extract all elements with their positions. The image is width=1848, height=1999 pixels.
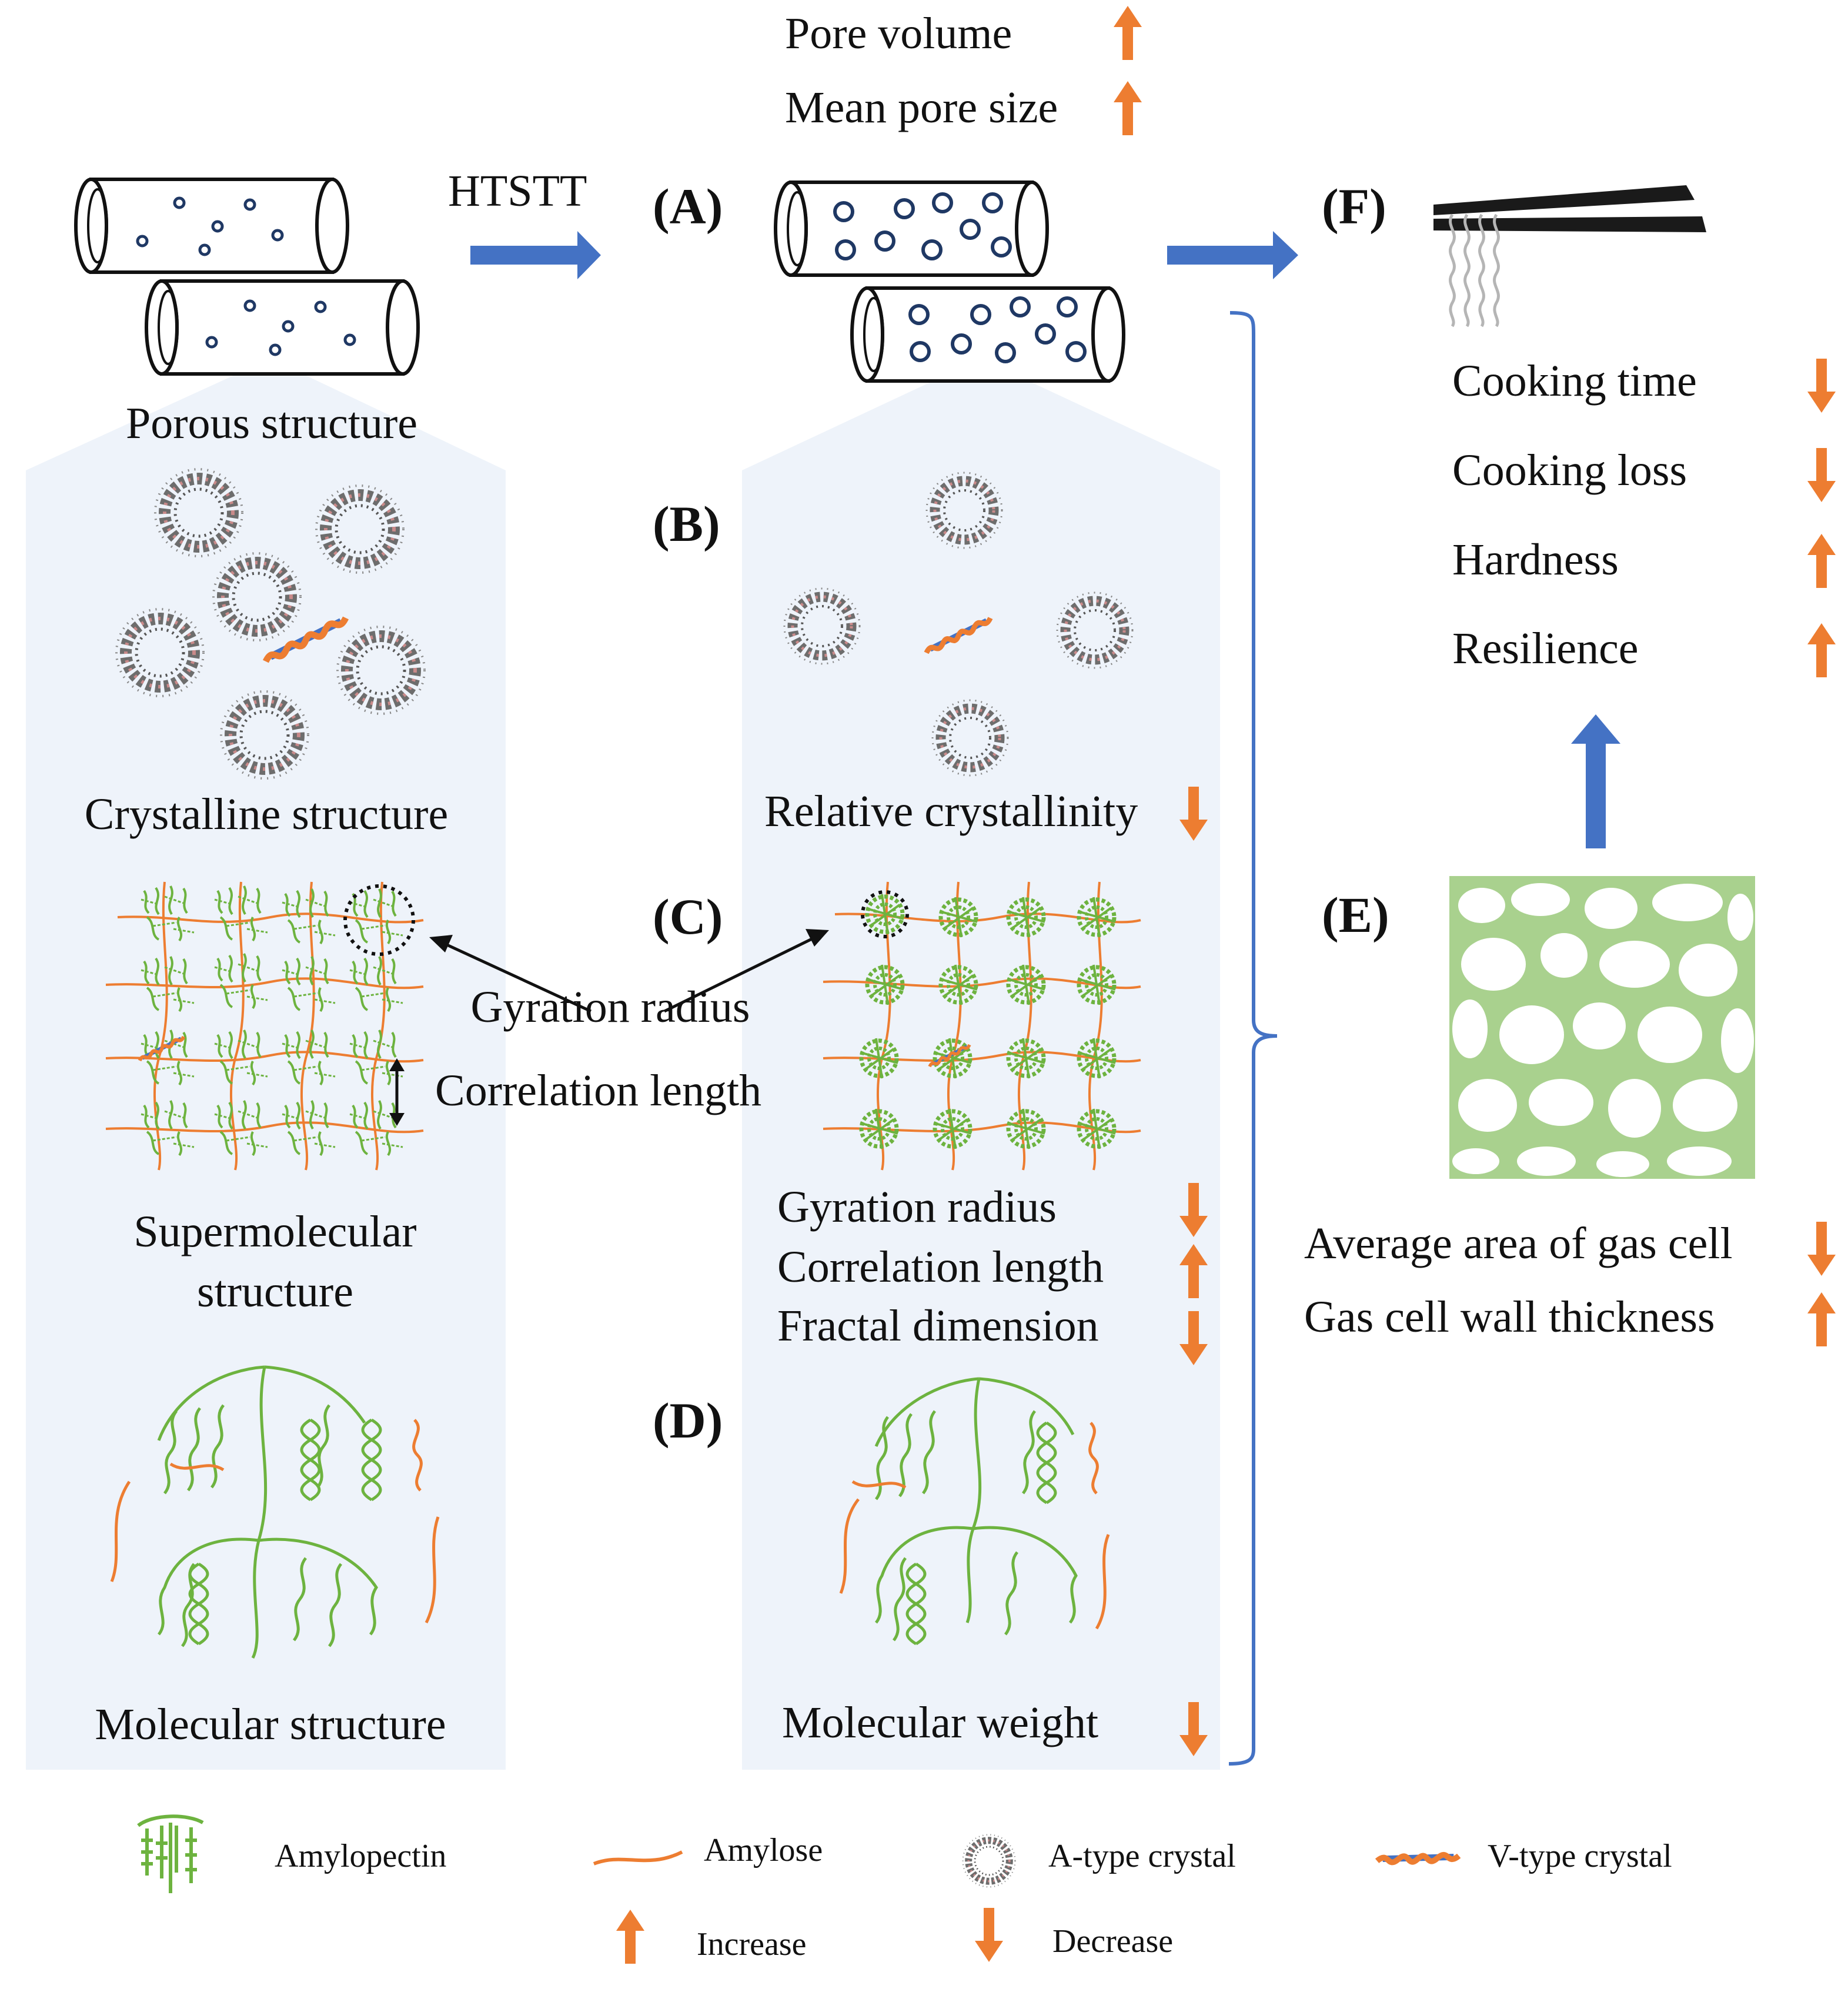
gyration-radius-label: Gyration radius <box>777 1182 1057 1232</box>
legend-decrease-icon <box>975 1908 1003 1962</box>
panel-c-tag: (C) <box>653 888 723 945</box>
resilience-increase-arrow <box>1807 623 1836 677</box>
gyration-radius-callout-label: Gyration radius <box>471 982 750 1032</box>
pore-volume-increase-arrow <box>1114 6 1142 60</box>
supermolecular-changes: Gyration radius Correlation length Fract… <box>777 1182 1208 1365</box>
flow-arrow-gas-to-noodle <box>1571 714 1620 848</box>
legend-amylopectin-label: Amylopectin <box>275 1838 446 1874</box>
htstt-label: HTSTT <box>448 166 587 216</box>
resilience-label: Resilience <box>1452 624 1639 673</box>
htstt-arrow <box>470 231 601 279</box>
crystalline-structure-label: Crystalline structure <box>85 790 448 839</box>
legend-v-type-crystal-label: V-type crystal <box>1488 1838 1672 1874</box>
fractal-dimension-label: Fractal dimension <box>777 1301 1099 1351</box>
gyration-callout: Gyration radius <box>429 929 829 1032</box>
chopsticks-noodles-icon <box>1433 185 1706 327</box>
native-cylinder-upper <box>74 178 349 274</box>
treated-cylinder-upper <box>774 180 1049 277</box>
average-area-gas-cell-decrease-arrow <box>1807 1222 1836 1276</box>
correlation-length-label: Correlation length <box>777 1242 1104 1292</box>
legend-a-type-crystal-label: A-type crystal <box>1048 1838 1236 1874</box>
hardness-label: Hardness <box>1452 535 1619 584</box>
mean-pore-size-increase-arrow <box>1114 81 1142 135</box>
legend-increase-icon <box>616 1910 644 1964</box>
treated-supermolecular-illustration <box>823 881 1141 1171</box>
native-correlation-marker <box>389 1058 405 1126</box>
gas-cell-wall-thickness-label: Gas cell wall thickness <box>1304 1292 1715 1342</box>
legend: Amylopectin Amylose A-type crystal V-typ… <box>137 1814 1672 1964</box>
native-cylinder-lower <box>145 279 420 376</box>
legend-amylopectin-icon <box>137 1814 204 1893</box>
legend-v-type-crystal-icon <box>1377 1826 1459 1891</box>
gas-cell-micrograph <box>1449 876 1755 1179</box>
molecular-structure-label: Molecular structure <box>95 1700 446 1749</box>
panel-f-tag: (F) <box>1322 178 1386 235</box>
native-noodle-cylinders <box>74 178 420 376</box>
legend-increase-label: Increase <box>697 1926 807 1963</box>
pore-changes: Pore volume Mean pore size <box>785 6 1142 135</box>
cooking-loss-label: Cooking loss <box>1452 446 1687 495</box>
treated-cylinder-lower <box>850 286 1125 383</box>
mean-pore-size-label: Mean pore size <box>785 83 1058 132</box>
legend-amylose-label: Amylose <box>704 1832 823 1868</box>
native-gyration-circle <box>343 884 415 956</box>
treated-panel-bg <box>742 359 1220 1770</box>
average-area-gas-cell-label: Average area of gas cell <box>1304 1219 1733 1268</box>
pore-volume-label: Pore volume <box>785 9 1012 58</box>
hardness-increase-arrow <box>1807 534 1836 588</box>
supermolecular-structure-label-line2: structure <box>197 1267 353 1316</box>
treated-molecular-illustration <box>839 1377 1110 1644</box>
cooking-loss-decrease-arrow <box>1807 448 1836 502</box>
treated-gyration-circle <box>861 890 909 938</box>
native-panel-bg <box>26 359 506 1770</box>
correlation-length-callout-label: Correlation length <box>435 1066 761 1115</box>
legend-decrease-label: Decrease <box>1052 1923 1173 1960</box>
noodle-property-changes: Cooking time Cooking loss Hardness Resil… <box>1452 356 1836 677</box>
native-supermolecular-illustration <box>105 881 424 1171</box>
legend-amylose-icon <box>593 1850 683 1866</box>
molecular-weight-label: Molecular weight <box>782 1698 1098 1747</box>
panel-b-tag: (B) <box>653 496 720 552</box>
native-molecular-illustration <box>110 1365 440 1659</box>
supermolecular-structure-label-line1: Supermolecular <box>133 1207 416 1256</box>
grouping-bracket <box>1228 311 1278 1766</box>
panel-d-tag: (D) <box>653 1392 723 1449</box>
gas-cell-wall-thickness-increase-arrow <box>1807 1292 1836 1346</box>
panel-e-tag: (E) <box>1322 887 1389 943</box>
treated-noodle-cylinders <box>774 180 1125 383</box>
legend-a-type-crystal-icon <box>963 1835 1015 1887</box>
cooking-time-label: Cooking time <box>1452 356 1697 406</box>
cooking-time-decrease-arrow <box>1807 359 1836 413</box>
relative-crystallinity-label: Relative crystallinity <box>764 787 1138 836</box>
panel-a-tag: (A) <box>653 178 723 235</box>
flow-arrow-to-noodle <box>1167 231 1298 279</box>
gas-cell-changes: Average area of gas cell Gas cell wall t… <box>1304 1219 1836 1346</box>
porous-structure-label: Porous structure <box>126 399 417 448</box>
